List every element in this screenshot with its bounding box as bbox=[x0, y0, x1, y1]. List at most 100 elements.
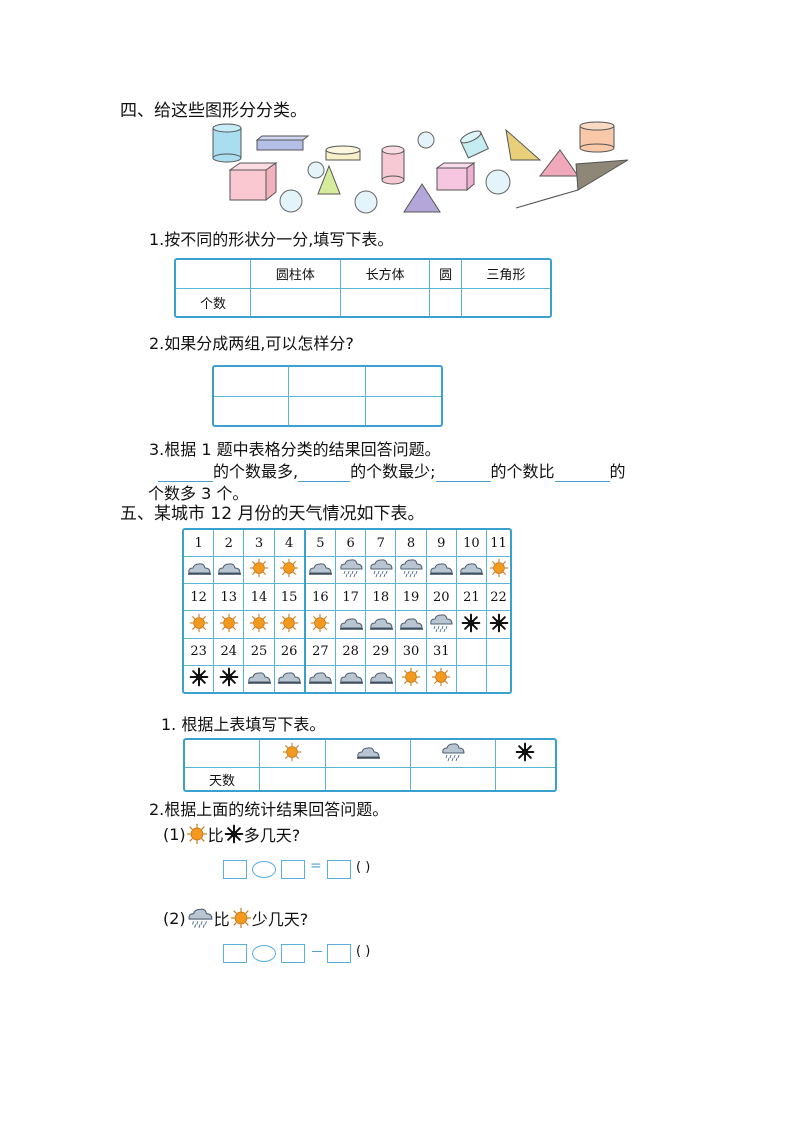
summary-header-cell bbox=[494, 740, 555, 769]
weather-summary-frame bbox=[183, 738, 557, 792]
operator-circle[interactable] bbox=[252, 945, 276, 962]
sunny-icon bbox=[278, 613, 300, 633]
cuboid-shape bbox=[435, 162, 476, 192]
section5-q2: 2.根据上面的统计结果回答问题。 bbox=[149, 800, 389, 819]
calendar-day-number: 2 bbox=[213, 530, 245, 558]
unit-parentheses[interactable]: ( ) bbox=[356, 860, 371, 875]
calendar-day-number: 17 bbox=[335, 583, 367, 612]
calendar-day-number: 5 bbox=[303, 530, 337, 558]
calendar-day-number: 20 bbox=[425, 583, 457, 612]
q3-text: 的个数最多, bbox=[213, 462, 299, 481]
answer-cell[interactable] bbox=[409, 767, 496, 790]
answer-cell[interactable] bbox=[214, 367, 289, 397]
answer-cell[interactable] bbox=[494, 767, 555, 790]
sunny-icon bbox=[278, 558, 300, 578]
calendar-weather-cell bbox=[455, 556, 488, 585]
answer-box[interactable] bbox=[223, 860, 247, 879]
calendar-day-number: 24 bbox=[213, 637, 245, 666]
calendar-day-number: 19 bbox=[395, 583, 427, 612]
calendar-weather-cell bbox=[184, 556, 215, 585]
answer-blank[interactable] bbox=[158, 463, 213, 482]
q2b-prefix: (2) bbox=[163, 908, 186, 928]
cylinder-shape bbox=[325, 145, 361, 161]
calendar-weather-cell bbox=[213, 610, 245, 639]
summary-corner-cell bbox=[185, 740, 260, 769]
cylinder-shape bbox=[212, 123, 242, 163]
answer-box[interactable] bbox=[281, 860, 305, 879]
calendar-weather-cell bbox=[455, 610, 488, 639]
section4-q3-line2: 个数多 3 个。 bbox=[148, 484, 249, 503]
answer-box[interactable] bbox=[327, 944, 351, 963]
cylinder-shape bbox=[460, 130, 490, 159]
triangle-shape bbox=[403, 183, 441, 213]
calendar-weather-cell bbox=[243, 556, 275, 585]
calendar-weather-cell bbox=[184, 610, 215, 639]
calendar-day-number: 31 bbox=[425, 637, 457, 666]
section4-q1: 1.按不同的形状分一分,填写下表。 bbox=[149, 230, 394, 249]
calendar-day-number: 15 bbox=[273, 583, 306, 612]
answer-box[interactable] bbox=[281, 944, 305, 963]
cylinder-shape bbox=[381, 145, 405, 185]
circle-shape bbox=[279, 189, 303, 213]
calendar-day-number: 8 bbox=[395, 530, 427, 558]
calendar-day-number: 1 bbox=[184, 530, 215, 558]
calendar-day-number: 11 bbox=[486, 530, 510, 558]
calendar-day-number: 13 bbox=[213, 583, 245, 612]
circle-shape bbox=[307, 161, 325, 179]
calendar-day-number: 12 bbox=[184, 583, 215, 612]
answer-cell[interactable] bbox=[460, 287, 550, 316]
unit-parentheses[interactable]: ( ) bbox=[356, 944, 371, 959]
two-group-table bbox=[214, 367, 441, 425]
answer-box[interactable] bbox=[327, 860, 351, 879]
answer-cell[interactable] bbox=[288, 395, 366, 425]
calendar-day-number bbox=[486, 637, 510, 666]
cloudy-icon bbox=[306, 668, 334, 686]
triangle-shape bbox=[515, 189, 579, 209]
sunny-icon bbox=[248, 613, 270, 633]
summary-row-label: 天数 bbox=[185, 767, 260, 790]
q2a-line: (1) 比 多几天? bbox=[163, 822, 300, 846]
answer-blank[interactable] bbox=[554, 463, 610, 482]
calendar-weather-cell bbox=[335, 556, 367, 585]
cylinder-shape bbox=[579, 121, 615, 153]
answer-box[interactable] bbox=[223, 944, 247, 963]
answer-cell[interactable] bbox=[339, 287, 431, 316]
answer-cell[interactable] bbox=[365, 395, 441, 425]
q2a-suffix: 多几天? bbox=[243, 826, 301, 845]
calendar-day-number: 14 bbox=[243, 583, 275, 612]
rainy-icon bbox=[337, 558, 365, 578]
calendar-weather-cell bbox=[243, 610, 275, 639]
cloudy-icon bbox=[397, 614, 425, 632]
calendar-weather-cell bbox=[273, 610, 306, 639]
answer-cell[interactable] bbox=[365, 367, 441, 397]
section4-q3: 3.根据 1 题中表格分类的结果回答问题。 bbox=[149, 440, 441, 459]
cloudy-icon bbox=[427, 559, 455, 577]
calendar-weather-cell bbox=[303, 556, 337, 585]
triangle-shape bbox=[317, 164, 341, 195]
calendar-weather-cell bbox=[365, 664, 397, 692]
calendar-weather-cell bbox=[335, 664, 367, 692]
triangle-shape bbox=[505, 128, 542, 161]
answer-cell[interactable] bbox=[288, 367, 366, 397]
calendar-weather-cell bbox=[365, 610, 397, 639]
sunny-icon bbox=[248, 558, 270, 578]
calendar-weather-cell bbox=[455, 664, 488, 692]
answer-cell[interactable] bbox=[324, 767, 411, 790]
calendar-weather-cell bbox=[184, 664, 215, 692]
rainy-icon bbox=[397, 558, 425, 578]
calendar-weather-cell bbox=[395, 610, 427, 639]
answer-cell[interactable] bbox=[250, 287, 341, 316]
answer-cell[interactable] bbox=[259, 767, 326, 790]
calendar-day-number: 30 bbox=[395, 637, 427, 666]
answer-blank[interactable] bbox=[435, 463, 491, 482]
calendar-weather-cell bbox=[303, 610, 337, 639]
operator-circle[interactable] bbox=[252, 861, 276, 878]
answer-cell[interactable] bbox=[429, 287, 462, 316]
triangle-shape bbox=[538, 149, 579, 177]
answer-blank[interactable] bbox=[298, 463, 351, 482]
cuboid-shape bbox=[228, 162, 278, 202]
calendar-day-number: 16 bbox=[303, 583, 337, 612]
summary-header-cell bbox=[324, 740, 411, 769]
answer-cell[interactable] bbox=[214, 395, 289, 425]
q2b-compare-word: 比 bbox=[213, 910, 230, 929]
